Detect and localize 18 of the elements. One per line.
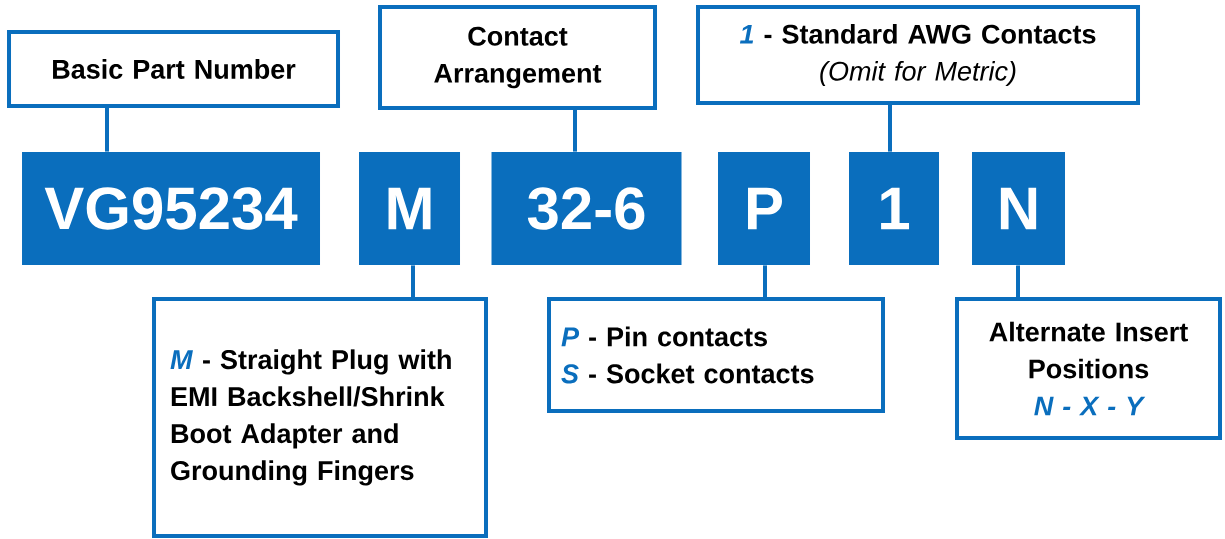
connector-line <box>105 108 109 152</box>
connector-line <box>1016 265 1020 297</box>
connector-line <box>888 105 892 152</box>
code-segment-box: P <box>718 152 810 265</box>
description-box: M - Straight Plug with EMI Backshell/Shrink Boot Adapter and Grounding Fingers <box>152 297 488 538</box>
code-segment-box: VG95234 <box>22 152 320 265</box>
description-box: P - Pin contacts S - Socket contacts <box>547 297 885 413</box>
connector-line <box>573 110 577 152</box>
connector-line <box>763 265 767 297</box>
code-segment-box: M <box>359 152 460 265</box>
description-box: Contact Arrangement <box>378 5 657 110</box>
connector-line <box>411 265 415 297</box>
description-box: Basic Part Number <box>7 30 340 108</box>
description-box: Alternate Insert Positions N - X - Y <box>955 297 1222 440</box>
description-box: 1 - Standard AWG Contacts (Omit for Metric) <box>696 5 1140 105</box>
code-segment-box: 1 <box>849 152 939 265</box>
code-segment-box: 32-6 <box>491 152 682 265</box>
code-segment-box: N <box>972 152 1065 265</box>
